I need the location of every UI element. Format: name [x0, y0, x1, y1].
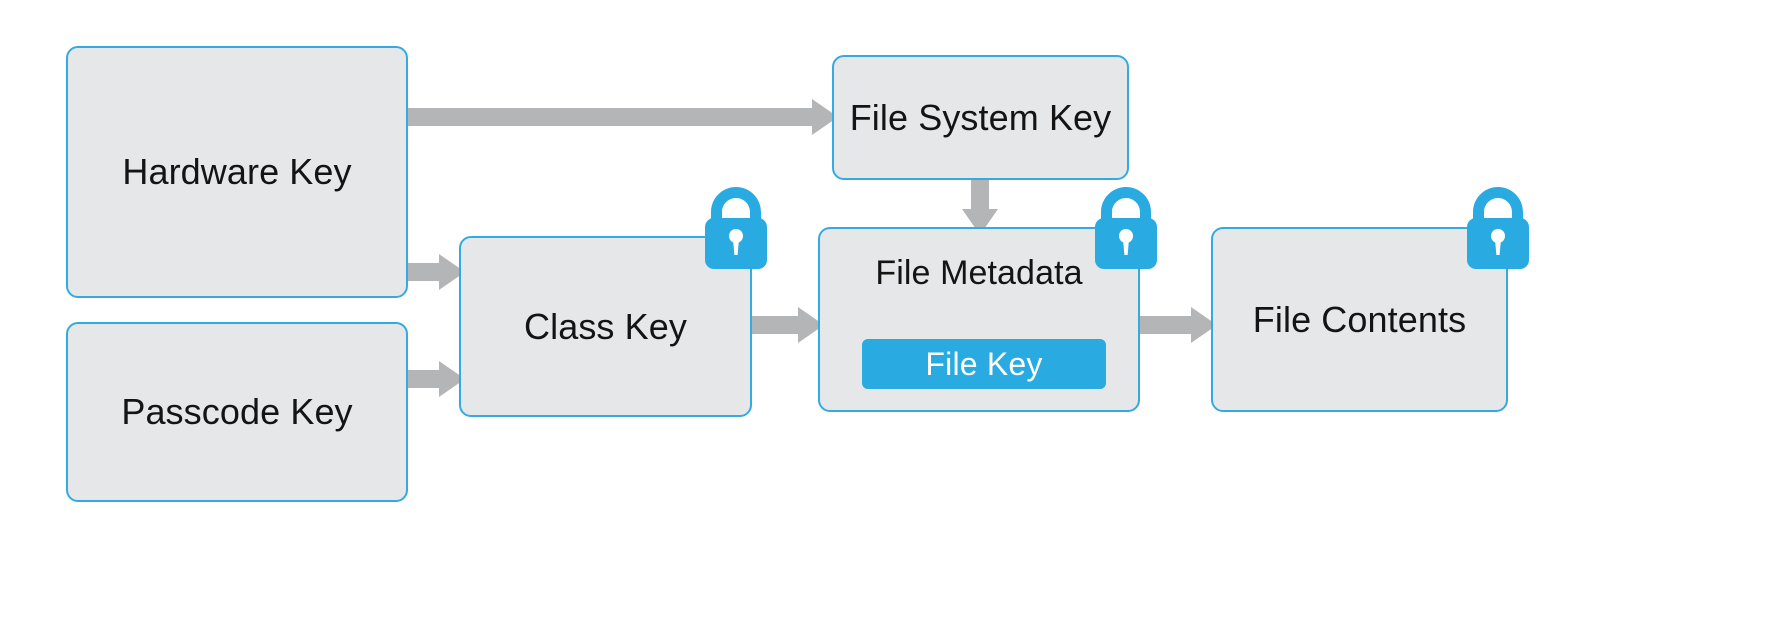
node-file-contents-label: File Contents [1252, 298, 1467, 340]
node-file-contents[interactable]: File Contents [1211, 227, 1508, 412]
padlock-icon [705, 187, 767, 269]
arrow-shaft [1136, 316, 1191, 334]
arrow-shaft [363, 108, 812, 126]
node-hardware-key-label: Hardware Key [122, 151, 352, 193]
arrow-shaft [748, 316, 798, 334]
node-file-system-key-label: File System Key [849, 96, 1112, 138]
arrow-class-key-to-file-metadata [748, 307, 824, 343]
node-class-key[interactable]: Class Key [459, 236, 752, 417]
file-key-button[interactable]: File Key [862, 339, 1106, 389]
node-passcode-key[interactable]: Passcode Key [66, 322, 408, 502]
padlock-icon [1467, 187, 1529, 269]
node-passcode-key-label: Passcode Key [121, 391, 353, 433]
node-file-metadata[interactable]: File Metadata File Key [818, 227, 1140, 412]
node-file-system-key[interactable]: File System Key [832, 55, 1129, 180]
arrow-shaft [971, 178, 989, 209]
arrow-hardware-key-to-file-system-key [363, 99, 838, 135]
node-file-metadata-label: File Metadata [875, 254, 1083, 292]
node-class-key-label: Class Key [524, 305, 687, 347]
padlock-icon [1095, 187, 1157, 269]
file-key-button-label: File Key [925, 345, 1043, 382]
arrow-file-metadata-to-file-contents [1136, 307, 1217, 343]
node-hardware-key[interactable]: Hardware Key [66, 46, 408, 298]
